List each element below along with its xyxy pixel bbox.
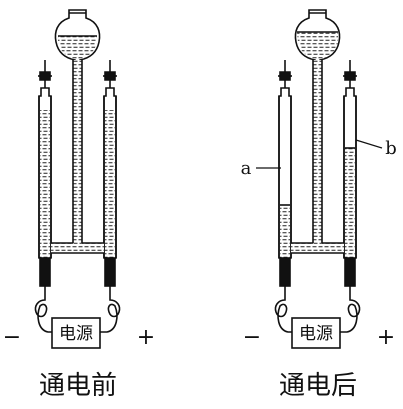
tube-a-label: a bbox=[241, 158, 252, 179]
caption-before: 通电前 bbox=[39, 371, 117, 401]
reservoir-funnel bbox=[294, 9, 341, 63]
left-tube bbox=[38, 60, 52, 259]
tube-b-label: b bbox=[385, 138, 397, 159]
power-supply-label-before: 电源 bbox=[59, 324, 93, 344]
plus-sign-after: + bbox=[377, 325, 395, 350]
bottom-connector bbox=[51, 242, 104, 254]
plus-sign-before: + bbox=[137, 325, 155, 350]
wire-left bbox=[274, 286, 299, 333]
wire-right bbox=[97, 286, 121, 333]
minus-sign-after: − bbox=[243, 325, 261, 350]
wire-right bbox=[339, 286, 361, 333]
right-electrode bbox=[104, 257, 116, 287]
center-tube bbox=[312, 60, 323, 246]
center-tube bbox=[72, 60, 83, 246]
right-electrode bbox=[344, 257, 356, 287]
right-tube bbox=[103, 60, 117, 259]
left-electrode bbox=[39, 257, 51, 287]
bottom-connector bbox=[291, 242, 344, 254]
power-supply-box bbox=[291, 317, 341, 349]
reservoir-funnel bbox=[54, 9, 101, 63]
apparatus-after bbox=[256, 9, 383, 349]
leader-line-b bbox=[355, 139, 383, 149]
apparatus-before bbox=[34, 9, 121, 349]
power-supply-box bbox=[51, 317, 101, 349]
left-electrode bbox=[279, 257, 291, 287]
minus-sign-before: − bbox=[3, 325, 21, 350]
wire-left bbox=[34, 286, 60, 333]
tube-a bbox=[278, 60, 292, 259]
caption-after: 通电后 bbox=[279, 371, 357, 401]
power-supply-label-after: 电源 bbox=[299, 324, 333, 344]
tube-b bbox=[343, 60, 357, 259]
